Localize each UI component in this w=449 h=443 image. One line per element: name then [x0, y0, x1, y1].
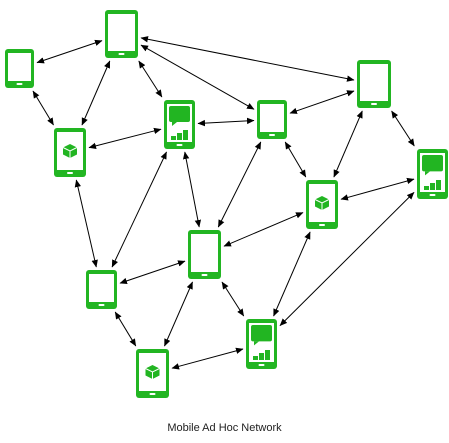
right-app-phone	[306, 180, 338, 229]
home-button-icon	[201, 274, 208, 276]
home-button-icon	[149, 393, 156, 395]
link-arrow-center-phone-lower-left-small-phone	[119, 260, 186, 284]
home-button-icon	[429, 194, 436, 196]
link-arrow-lower-left-small-phone-bottom-app-phone	[114, 311, 137, 347]
link-arrow-center-phone-bottom-chat-stats-phone	[221, 281, 245, 317]
app-cube-icon	[62, 144, 78, 158]
link-arrow-chat-stats-phone-1-lower-left-small-phone	[111, 151, 167, 268]
link-arrow-left-app-phone-chat-stats-phone-1	[88, 127, 162, 149]
chat-stats-icon	[169, 106, 190, 140]
link-arrow-center-top-small-phone-center-phone	[217, 141, 262, 228]
home-button-icon	[319, 224, 325, 226]
link-arrow-right-app-phone-center-phone	[223, 212, 304, 247]
home-button-icon	[16, 83, 23, 85]
chat-stats-phone-2	[417, 149, 448, 199]
home-button-icon	[176, 144, 183, 146]
center-phone	[188, 230, 221, 279]
upper-right-phone	[357, 60, 391, 108]
home-button-icon	[67, 172, 73, 174]
lower-left-small-phone	[86, 270, 117, 309]
phone-screen	[260, 104, 284, 132]
phone-screen	[108, 14, 135, 51]
link-arrow-chat-stats-phone-1-center-phone	[182, 151, 202, 228]
links-group	[32, 36, 415, 370]
link-arrow-right-app-phone-bottom-chat-stats-phone	[273, 231, 311, 317]
chat-stats-icon	[422, 155, 443, 190]
bottom-app-phone	[136, 349, 169, 398]
link-arrow-top-phone-upper-right-phone	[140, 36, 355, 82]
phone-screen	[89, 274, 114, 302]
link-arrow-chat-stats-phone-1-center-top-small-phone	[197, 117, 255, 127]
link-arrow-center-top-small-phone-right-app-phone	[284, 141, 307, 178]
home-button-icon	[371, 103, 377, 105]
app-cube-icon	[314, 196, 330, 210]
link-arrow-upper-right-phone-right-app-phone	[333, 110, 363, 178]
diagram-caption: Mobile Ad Hoc Network	[167, 422, 282, 434]
app-cube-icon	[145, 365, 160, 379]
link-arrow-chat-stats-phone-2-bottom-chat-stats-phone	[279, 192, 415, 326]
link-arrow-top-phone-left-small-phone	[36, 39, 103, 64]
link-arrow-left-app-phone-lower-left-small-phone	[74, 179, 98, 268]
link-arrow-top-phone-chat-stats-phone-1	[138, 60, 163, 98]
link-arrow-bottom-app-phone-bottom-chat-stats-phone	[171, 347, 244, 370]
phone-screen	[360, 64, 388, 101]
phone-screen	[8, 53, 31, 81]
top-phone	[105, 10, 138, 58]
center-top-small-phone	[257, 100, 287, 139]
link-arrow-upper-right-phone-chat-stats-phone-2	[391, 110, 415, 147]
home-button-icon	[118, 53, 125, 55]
left-small-phone	[5, 49, 34, 88]
left-app-phone	[54, 128, 86, 177]
chat-stats-icon	[251, 325, 272, 360]
link-arrow-center-phone-bottom-app-phone	[164, 281, 193, 347]
link-arrow-center-top-small-phone-upper-right-phone	[289, 90, 355, 114]
phone-screen	[191, 234, 218, 272]
home-button-icon	[98, 304, 105, 306]
link-arrow-left-small-phone-left-app-phone	[32, 90, 54, 126]
link-arrow-top-phone-left-app-phone	[81, 60, 111, 126]
home-button-icon	[269, 134, 275, 136]
chat-stats-phone-1	[164, 100, 195, 149]
home-button-icon	[258, 364, 265, 366]
network-graph	[5, 10, 448, 398]
bottom-chat-stats-phone	[246, 319, 277, 369]
link-arrow-right-app-phone-chat-stats-phone-2	[340, 177, 415, 201]
link-arrow-top-phone-center-top-small-phone	[140, 44, 255, 110]
